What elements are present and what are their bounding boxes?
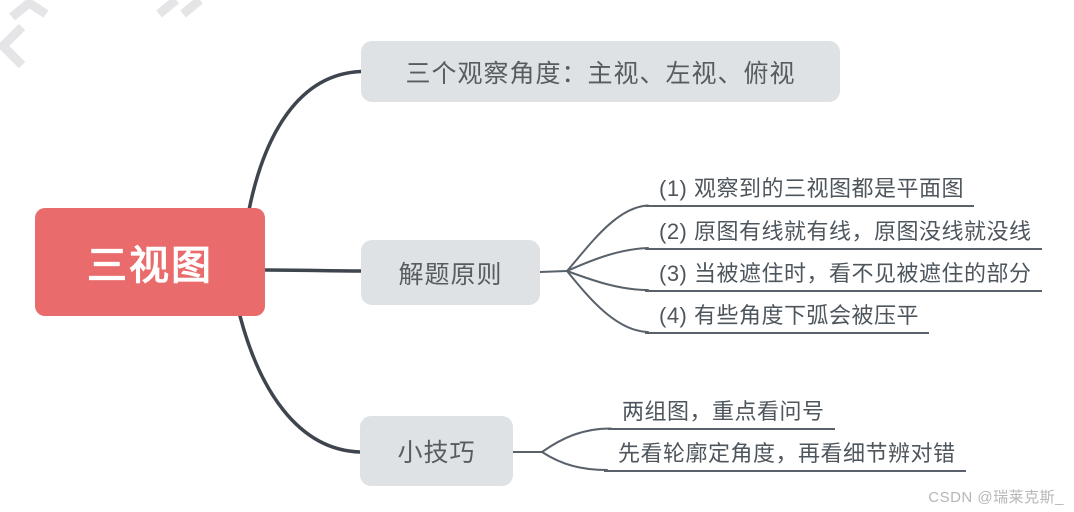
subtopic-principle-4[interactable]: (4) 有些角度下弧会被压平 — [645, 301, 930, 334]
root-topic-label: 三视图 — [87, 244, 213, 288]
subtopic-principle-2[interactable]: (2) 原图有线就有线，原图没线就没线 — [645, 217, 1042, 250]
subbranch-connectors-tips — [512, 427, 612, 471]
branch-topic-principles-label: 解题原则 — [398, 260, 503, 289]
subtopic-tip-2[interactable]: 先看轮廓定角度，再看细节辨对错 — [604, 439, 966, 472]
subbranch-connectors-principles — [539, 204, 649, 333]
root-topic[interactable]: 三视图 — [35, 208, 265, 316]
subtopic-principle-3[interactable]: (3) 当被遮住时，看不见被遮住的部分 — [645, 259, 1042, 292]
branch-topic-tips-label: 小技巧 — [397, 439, 476, 467]
branch-topic-principles[interactable]: 解题原则 — [361, 240, 540, 305]
branch-topic-angles[interactable]: 三个观察角度：主视、左视、俯视 — [361, 41, 840, 102]
branch-topic-angles-label: 三个观察角度：主视、左视、俯视 — [405, 59, 796, 88]
csdn-watermark: CSDN @瑞莱克斯_ — [928, 489, 1064, 506]
branch-topic-tips[interactable]: 小技巧 — [360, 416, 513, 486]
decor-chevron-icon — [0, 0, 203, 69]
subtopic-principle-1[interactable]: (1) 观察到的三视图都是平面图 — [645, 174, 975, 207]
subtopic-tip-1[interactable]: 两组图，重点看问号 — [608, 397, 835, 430]
